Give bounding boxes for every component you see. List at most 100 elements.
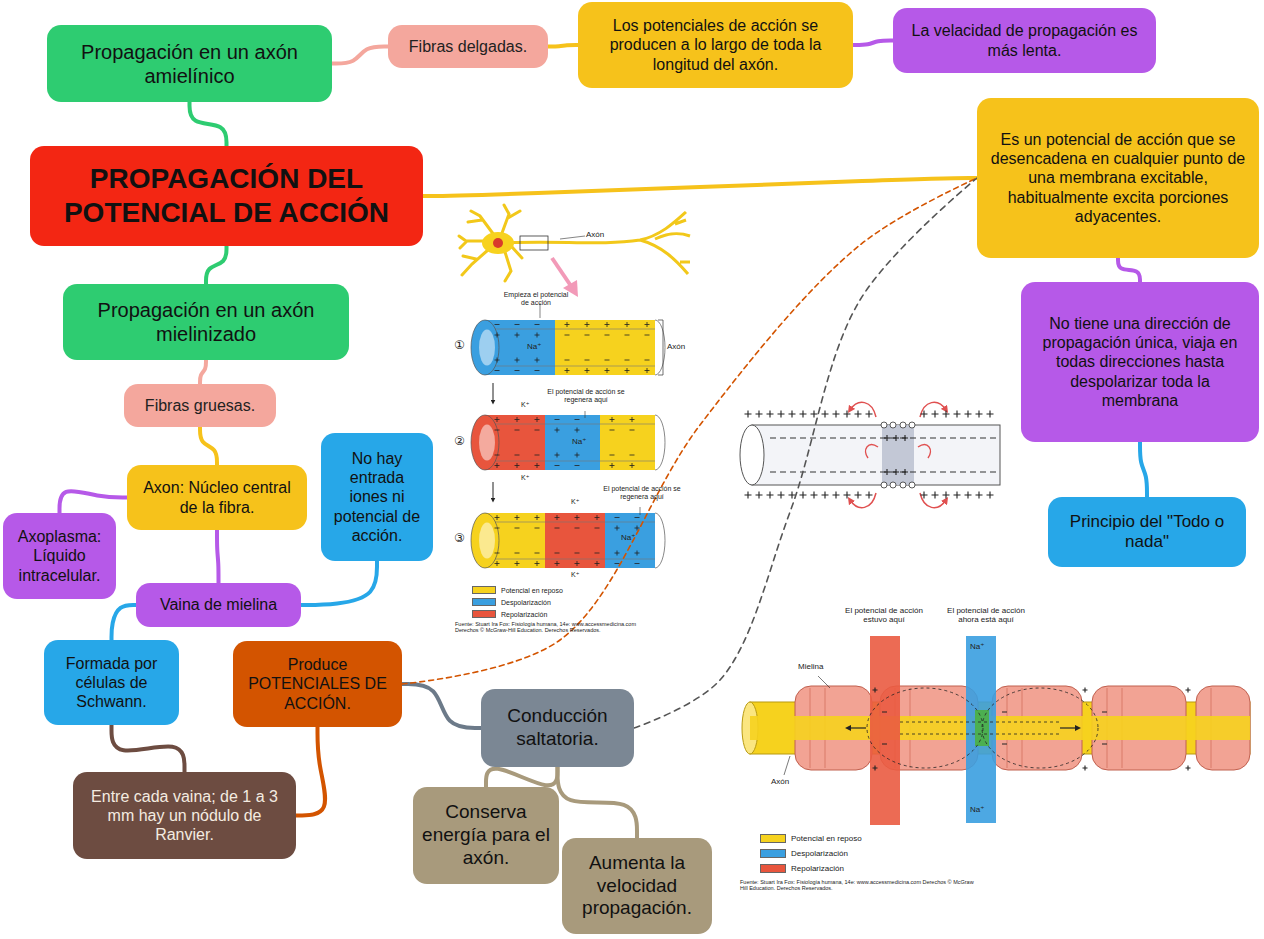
topic-text: Principio del "Todo o nada" <box>1057 512 1237 553</box>
charge-sign <box>585 335 590 336</box>
charge-sign <box>515 324 520 325</box>
axon-end <box>655 415 665 470</box>
topic-box: Principio del "Todo o nada" <box>1048 497 1246 567</box>
charge-sign <box>884 469 890 475</box>
membrane-line <box>485 424 655 461</box>
charge-sign <box>595 561 600 566</box>
charge-sign <box>615 563 620 564</box>
connector <box>301 561 377 605</box>
topic-text: Conserva energía para el axón. <box>422 801 550 869</box>
legend-text: Potencial en reposo <box>791 834 862 843</box>
connector <box>558 767 638 838</box>
axon-segments <box>471 320 665 568</box>
axon-lumen <box>479 425 495 461</box>
topic-box: Aumenta la velocidad propagación. <box>562 838 712 934</box>
charge-sign <box>495 358 500 363</box>
legend-text: Despolarización <box>791 849 848 858</box>
connector <box>1140 442 1147 497</box>
topic-box: Conserva energía para el axón. <box>413 787 559 884</box>
charge-sign <box>954 411 961 418</box>
charge-sign <box>800 411 807 418</box>
legend-item: Despolarización <box>760 849 848 858</box>
figure-label: Fuente: Stuart Ira Fox: Fisiología human… <box>740 879 980 892</box>
legend-item: Despolarización <box>472 598 551 606</box>
connector <box>206 246 227 284</box>
charge-sign <box>610 463 615 468</box>
connector <box>486 767 558 787</box>
axon-end <box>471 513 499 568</box>
charge-sign <box>605 360 610 361</box>
topic-text: Fibras gruesas. <box>145 396 255 415</box>
figure-label: K⁺ <box>571 571 591 579</box>
topic-text: Es un potencial de acción que se desenca… <box>986 130 1250 226</box>
charge-sign <box>1002 712 1007 744</box>
charge-sign <box>495 333 500 338</box>
axon-segment <box>600 415 655 470</box>
charge-sign <box>535 324 540 325</box>
topic-box: Propagación en un axón mielinizado <box>63 284 349 360</box>
connector <box>634 178 977 728</box>
charge-sign <box>884 435 890 441</box>
connector <box>112 725 185 772</box>
charge-sign <box>855 411 862 418</box>
axon-end <box>471 320 499 375</box>
charge-sign <box>610 417 615 422</box>
charge-sign <box>873 688 878 693</box>
charge-sign <box>767 411 774 418</box>
charge-sign <box>535 463 540 468</box>
charge-sign <box>844 492 851 499</box>
charge-sign <box>575 553 580 554</box>
topic-box: No tiene una dirección de propagación ún… <box>1021 282 1259 442</box>
charge-sign <box>976 411 983 418</box>
connector <box>60 491 128 513</box>
figure-label: Axón <box>771 777 801 786</box>
topic-text: Fibras delgadas. <box>409 37 527 56</box>
charge-sign <box>495 430 500 431</box>
legend-text: Despolarización <box>501 599 551 606</box>
figure-label: K⁺ <box>571 498 591 506</box>
charge-sign <box>575 561 580 566</box>
charge-sign <box>822 411 829 418</box>
charge-sign <box>515 561 520 566</box>
charge-sign <box>555 419 560 420</box>
topic-box: Fibras gruesas. <box>124 384 276 427</box>
charge-sign <box>778 411 785 418</box>
charge-sign <box>789 411 796 418</box>
connector <box>423 178 977 196</box>
charge-sign <box>585 322 590 327</box>
topic-box: PROPAGACIÓN DEL POTENCIAL DE ACCIÓN <box>30 146 423 246</box>
charge-sign <box>535 417 540 422</box>
charge-sign <box>822 492 829 499</box>
topic-box: Entre cada vaina; de 1 a 3 mm hay un nód… <box>73 772 296 859</box>
charge-sign <box>902 435 908 441</box>
connector <box>217 530 219 583</box>
charge-sign <box>565 335 570 336</box>
charge-sign <box>645 322 650 327</box>
figure-label: El potencial de acción se regenera aquí <box>594 485 690 501</box>
topic-box: No hay entrada iones ni potencial de acc… <box>321 433 433 561</box>
charge-sign <box>515 455 520 456</box>
axon-segment <box>555 320 655 375</box>
figure-label: Na⁺ <box>970 642 996 651</box>
charge-sign <box>535 333 540 338</box>
connector <box>200 360 206 384</box>
charge-sign <box>615 551 620 556</box>
charge-sign <box>756 492 763 499</box>
connector <box>296 727 325 816</box>
charge-sign <box>615 526 620 531</box>
charge-sign <box>645 335 650 336</box>
legend-item: Repolarización <box>760 864 844 873</box>
connector <box>200 427 217 465</box>
charge-signs <box>745 411 1191 771</box>
axon-lumen <box>479 330 495 366</box>
charge-sign <box>515 553 520 554</box>
charge-sign <box>495 455 500 456</box>
charge-sign <box>778 492 785 499</box>
charge-sign <box>515 463 520 468</box>
topic-text: PROPAGACIÓN DEL POTENCIAL DE ACCIÓN <box>39 162 414 229</box>
charge-sign <box>555 553 560 554</box>
charge-sign <box>495 515 500 520</box>
charge-sign <box>495 370 500 371</box>
charge-sign <box>610 455 615 456</box>
